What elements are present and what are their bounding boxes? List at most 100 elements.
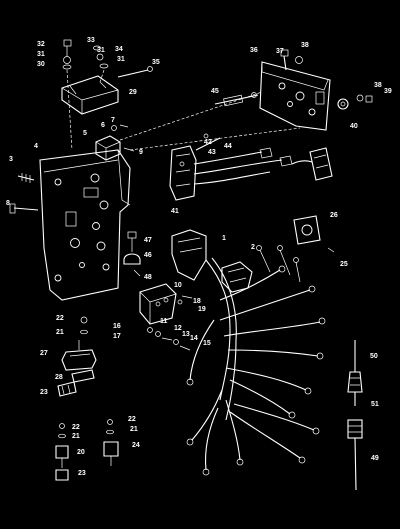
- callout-1: 1: [222, 235, 226, 242]
- screw-32: [63, 39, 72, 56]
- callout-23b: 23: [78, 470, 86, 477]
- callout-24: 24: [132, 442, 140, 449]
- callout-37: 37: [276, 48, 284, 55]
- callout-21: 21: [56, 329, 64, 336]
- callout-11: 11: [160, 318, 168, 325]
- callout-47: 47: [144, 237, 152, 244]
- fuse-block-10: [139, 283, 177, 325]
- leader-bracket-module-2: [129, 127, 301, 151]
- harness-42-43-44: [193, 133, 293, 185]
- callout-4: 4: [34, 143, 38, 150]
- sender-20: [55, 423, 69, 468]
- fasteners-11-19: [147, 295, 193, 351]
- callout-45: 45: [211, 88, 219, 95]
- mount-27: [61, 340, 97, 371]
- ignition-module-36: [259, 61, 331, 131]
- relay-29: [61, 75, 119, 115]
- callout-17: 17: [113, 333, 121, 340]
- plug-2: [221, 261, 253, 293]
- callout-2: 2: [251, 244, 255, 251]
- callout-6: 6: [101, 122, 105, 129]
- fitting-28: [71, 369, 95, 383]
- screw-3: [17, 173, 35, 183]
- callout-31: 31: [37, 51, 45, 58]
- coil-pack-41: [169, 145, 197, 201]
- screw-8: [9, 203, 39, 214]
- callout-22: 22: [56, 315, 64, 322]
- leader-33: [99, 69, 105, 83]
- callout-31c: 31: [117, 56, 125, 63]
- sensor-49-51: [347, 340, 363, 491]
- callout-7: 7: [111, 117, 115, 124]
- leader-bracket-module: [119, 91, 263, 141]
- fitting-23: [57, 381, 77, 397]
- callout-42: 42: [204, 139, 212, 146]
- sender-24: [103, 419, 119, 466]
- callout-44: 44: [224, 143, 232, 150]
- callout-13: 13: [182, 331, 190, 338]
- terminal-35: [117, 66, 153, 78]
- callout-38b: 38: [374, 82, 382, 89]
- callout-8: 8: [6, 200, 10, 207]
- callout-38: 38: [301, 42, 309, 49]
- clamp-48: [133, 269, 141, 277]
- callout-46: 46: [144, 252, 152, 259]
- connector-1: [171, 229, 207, 281]
- callout-40: 40: [350, 123, 358, 130]
- callout-22c: 22: [128, 416, 136, 423]
- callout-19: 19: [198, 306, 206, 313]
- callout-21c: 21: [130, 426, 138, 433]
- callout-35: 35: [152, 59, 160, 66]
- washer-38: [295, 56, 303, 64]
- callout-9: 9: [139, 149, 143, 156]
- callout-29: 29: [129, 89, 137, 96]
- screw-38-39: [356, 94, 373, 103]
- callout-51: 51: [371, 401, 379, 408]
- callout-labels: 32 31 30 33 31 34 31 35 29 36 37 38 38 3…: [6, 37, 392, 477]
- screw-6-7: [111, 124, 129, 131]
- clip-46: [123, 253, 141, 265]
- callout-27: 27: [40, 350, 48, 357]
- wiring-harness: [186, 245, 326, 476]
- callout-23: 23: [40, 389, 48, 396]
- callout-26: 26: [330, 212, 338, 219]
- callout-18: 18: [193, 298, 201, 305]
- sleeve-45: [214, 92, 259, 107]
- bolt-47: [127, 231, 137, 252]
- sensor-5: [95, 135, 121, 161]
- callout-32: 32: [37, 41, 45, 48]
- callout-34: 34: [115, 46, 123, 53]
- callout-14: 14: [190, 335, 198, 342]
- screw-37: [280, 49, 289, 71]
- callout-50: 50: [370, 353, 378, 360]
- callout-48: 48: [144, 274, 152, 281]
- callout-5: 5: [83, 130, 87, 137]
- callout-43: 43: [208, 149, 216, 156]
- callout-15: 15: [203, 340, 211, 347]
- washer-21: [80, 329, 88, 335]
- callout-41: 41: [171, 208, 179, 215]
- nut-31: [63, 56, 71, 64]
- callout-36: 36: [250, 47, 258, 54]
- washer-30: [62, 64, 72, 70]
- screw-25: [327, 247, 335, 253]
- callout-28: 28: [55, 374, 63, 381]
- callout-3: 3: [9, 156, 13, 163]
- callout-10: 10: [174, 282, 182, 289]
- washer-33-34: [93, 45, 109, 69]
- callout-12: 12: [174, 325, 182, 332]
- callout-33: 33: [87, 37, 95, 44]
- callout-39: 39: [384, 88, 392, 95]
- callout-21b: 21: [72, 433, 80, 440]
- callout-31b: 31: [97, 47, 105, 54]
- plate-26: [293, 215, 321, 245]
- mounting-bracket: [39, 149, 131, 301]
- fitting-23b: [55, 469, 69, 481]
- nut-22: [80, 316, 88, 324]
- grommet-40: [337, 98, 349, 110]
- callout-49: 49: [371, 455, 379, 462]
- screw-9: [123, 147, 135, 152]
- callout-22b: 22: [72, 424, 80, 431]
